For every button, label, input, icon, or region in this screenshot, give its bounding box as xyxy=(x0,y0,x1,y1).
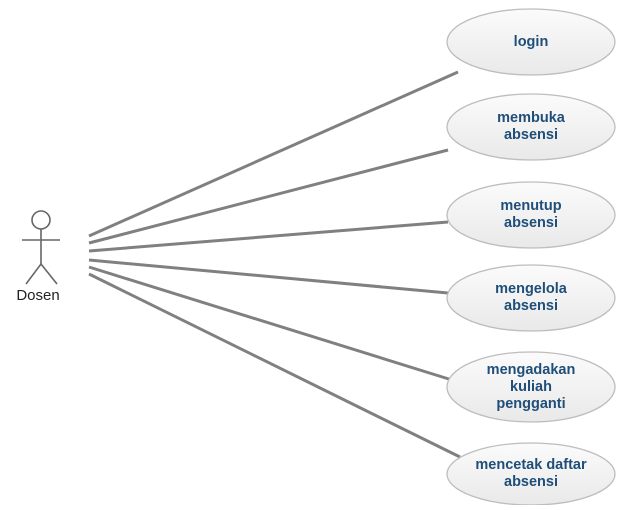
association-membuka-absensi xyxy=(88,148,449,245)
use-case-login[interactable] xyxy=(446,8,616,76)
use-case-label-membuka-absensi: membuka absensi xyxy=(497,110,565,143)
actor-right-leg xyxy=(40,263,58,285)
use-case-mengelola-absensi[interactable] xyxy=(446,264,616,332)
association-menutup-absensi xyxy=(88,220,449,253)
association-lines xyxy=(88,70,461,459)
use-case-menutup-absensi[interactable] xyxy=(446,181,616,249)
actor-head xyxy=(31,210,51,230)
association-mengelola-absensi xyxy=(88,258,449,295)
use-case-label-login: login xyxy=(513,33,549,50)
association-mengadakan-kuliah-pengganti xyxy=(88,265,453,382)
association-login xyxy=(88,70,459,238)
use-case-label-mengelola-absensi: mengelola absensi xyxy=(495,281,567,314)
use-case-ellipses xyxy=(446,8,616,506)
actor-label: Dosen xyxy=(16,287,60,304)
use-case-membuka-absensi[interactable] xyxy=(446,93,616,161)
use-case-label-mengadakan-kuliah-pengganti: mengadakan kuliah pengganti xyxy=(486,361,576,412)
use-case-label-mencetak-daftar-absensi: mencetak daftar absensi xyxy=(475,457,587,490)
use-case-mengadakan-kuliah-pengganti[interactable] xyxy=(446,351,616,423)
association-mencetak-daftar-absensi xyxy=(88,272,461,459)
actor-left-leg xyxy=(25,263,42,285)
actor-dosen[interactable] xyxy=(22,210,60,285)
use-case-label-menutup-absensi: menutup absensi xyxy=(500,198,562,231)
